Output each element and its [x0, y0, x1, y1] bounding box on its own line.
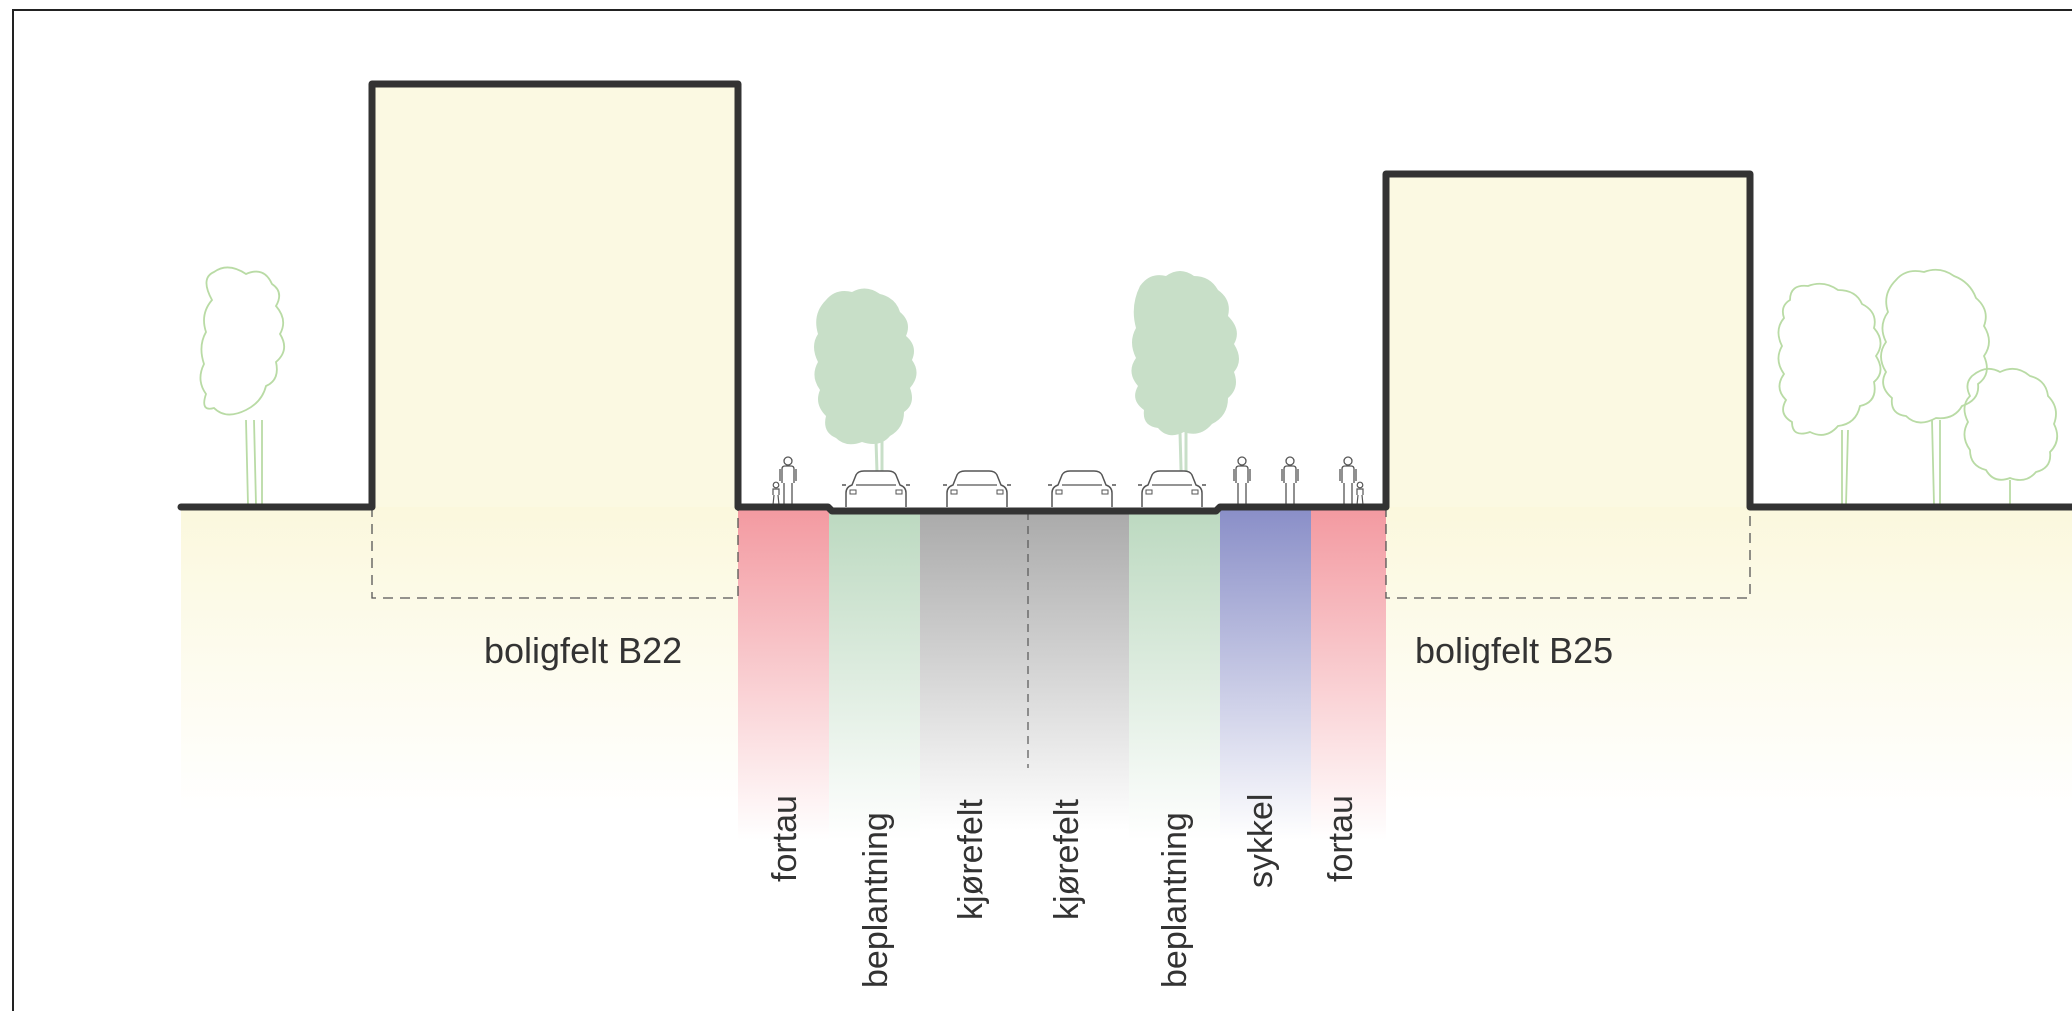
trees-right [1777, 268, 2059, 506]
plot-label-b25: boligfelt B25 [1415, 630, 1613, 671]
frame-border [12, 9, 2072, 1016]
tree-left [199, 266, 286, 506]
lane-fortau-right [1311, 510, 1386, 840]
lane-label-fortau-left: fortau [766, 795, 804, 882]
section-outline [177, 80, 2072, 515]
child-1 [772, 481, 780, 506]
lane-label-beplantning-left: beplantning [857, 812, 895, 988]
lane-label-sykkel: sykkel [1242, 794, 1280, 888]
pedestrian-1 [779, 456, 797, 506]
cyclist-1 [1233, 456, 1251, 506]
lane-beplantning-right [1129, 510, 1220, 840]
ground-left [181, 507, 738, 812]
building-b25 [1386, 174, 1750, 507]
ground-right [1386, 507, 2072, 812]
car-4 [1137, 470, 1207, 508]
lane-beplantning-left [829, 510, 920, 840]
basement-b22 [371, 507, 739, 599]
car-3 [1047, 470, 1117, 508]
lane-kjorefelt-left [920, 510, 1028, 830]
car-2 [942, 470, 1012, 508]
pedestrian-2 [1339, 456, 1357, 506]
cyclist-2 [1281, 456, 1299, 506]
basement-b25 [1385, 507, 1751, 599]
lane-label-kjorefelt-right: kjørefelt [1048, 799, 1086, 920]
lane-label-beplantning-right: beplantning [1156, 812, 1194, 988]
child-2 [1356, 481, 1364, 506]
plot-label-b22: boligfelt B22 [484, 630, 682, 671]
lane-kjorefelt-right [1028, 510, 1129, 830]
building-b22 [372, 84, 738, 507]
lane-label-kjorefelt-left: kjørefelt [952, 799, 990, 920]
lane-sykkel [1220, 510, 1311, 840]
lane-fortau-left [738, 510, 829, 840]
lane-label-fortau-right: fortau [1322, 795, 1360, 882]
street-tree-right [1131, 271, 1239, 506]
car-1 [841, 470, 911, 508]
